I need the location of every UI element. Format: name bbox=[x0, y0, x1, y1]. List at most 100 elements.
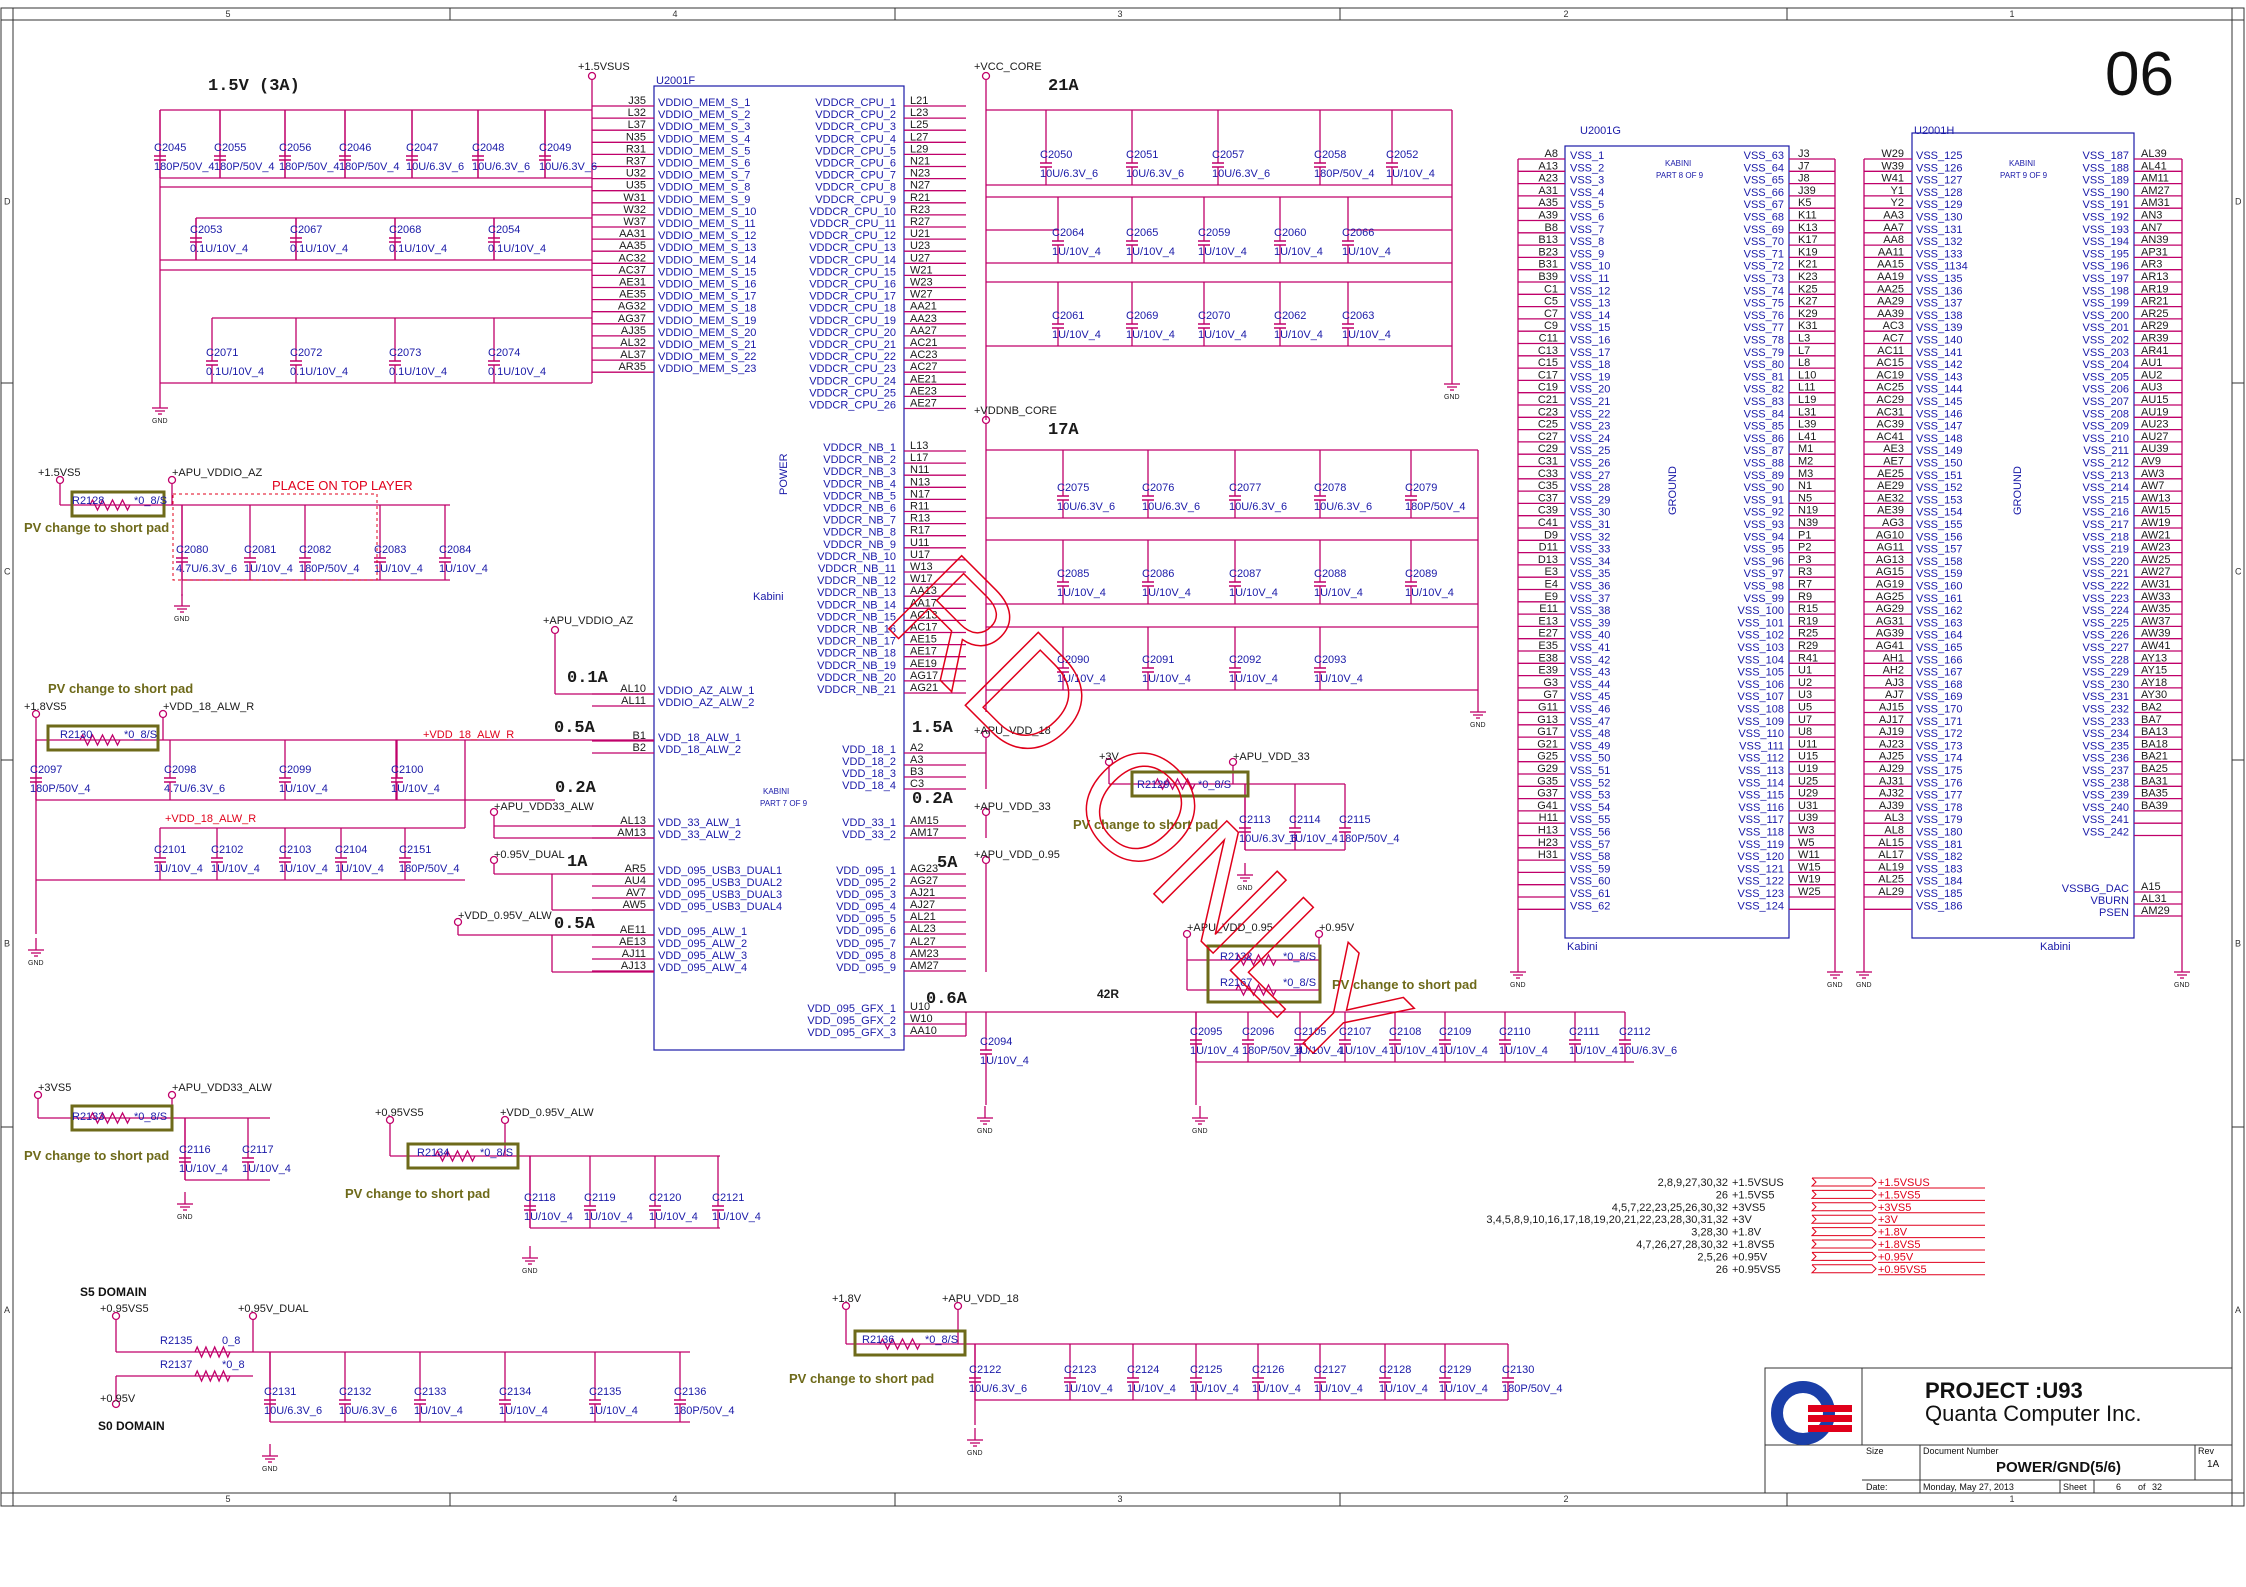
ball-vddcr-cpu: AE21 bbox=[910, 373, 937, 385]
ball-vss: AJ25 bbox=[1879, 751, 1904, 763]
gnd-label: GND bbox=[967, 1450, 983, 1457]
net-apu-vddio-az: +APU_VDDIO_AZ bbox=[172, 467, 262, 479]
ball-vddcr-cpu: N23 bbox=[910, 168, 930, 180]
ball-vddio-mem: AR35 bbox=[618, 361, 646, 373]
cap-value: 1U/10V_4 bbox=[1052, 246, 1101, 258]
pin-left-supply: VDDIO_AZ_ALW_1 bbox=[658, 685, 754, 697]
pin-vss: VSS_167 bbox=[1916, 667, 1962, 679]
pin-vss: VSS_2 bbox=[1570, 162, 1604, 174]
pin-vss: VSS_176 bbox=[1916, 777, 1962, 789]
ball-vss: K29 bbox=[1798, 308, 1818, 320]
ball-right-supply: AM23 bbox=[910, 948, 939, 960]
pin-vss: VSS_120 bbox=[1738, 851, 1784, 863]
ball-vss: B23 bbox=[1538, 246, 1558, 258]
cap-value: 1U/10V_4 bbox=[1314, 1383, 1363, 1395]
cap-ref: C2127 bbox=[1314, 1364, 1346, 1376]
cap-ref: C2100 bbox=[391, 764, 423, 776]
cap-ref: C2078 bbox=[1314, 482, 1346, 494]
ball-vddio-mem: R31 bbox=[626, 143, 646, 155]
ball-vddcr-nb: R11 bbox=[910, 501, 929, 513]
pin-vddio-mem: VDDIO_MEM_S_16 bbox=[658, 279, 756, 291]
pin-vddcr-cpu: VDDCR_CPU_17 bbox=[809, 291, 896, 303]
border-row-left: C bbox=[4, 567, 11, 577]
ball-left-supply: AE13 bbox=[619, 936, 646, 948]
pin-vss: VSS_146 bbox=[1916, 408, 1962, 420]
pin-vss: VSS_139 bbox=[1916, 322, 1962, 334]
current-vdd18-alw: 0.5A bbox=[554, 719, 596, 738]
pin-vddcr-cpu: VDDCR_CPU_13 bbox=[809, 242, 896, 254]
chip-u2001f-part: Kabini bbox=[753, 591, 784, 603]
ball-vss: A13 bbox=[1538, 160, 1558, 172]
power-port bbox=[385, 1115, 395, 1125]
cap-value: 180P/50V_4 bbox=[299, 563, 360, 575]
ball-vddio-mem: R37 bbox=[626, 156, 646, 168]
pin-vss: VSS_37 bbox=[1570, 593, 1610, 605]
cap-ref: C2079 bbox=[1405, 482, 1437, 494]
ball-vss: AJ15 bbox=[1879, 702, 1904, 714]
gnd-label: GND bbox=[28, 960, 44, 967]
pin-vss: VSS_224 bbox=[2083, 605, 2129, 617]
ball-vddcr-cpu: AA21 bbox=[910, 301, 937, 313]
pin-vss: VSS_142 bbox=[1916, 359, 1962, 371]
cap-value: 1U/10V_4 bbox=[1289, 833, 1338, 845]
pin-vddio-mem: VDDIO_MEM_S_13 bbox=[658, 242, 756, 254]
note-pv-5: PV change to short pad bbox=[24, 1148, 169, 1163]
cap-value: 1U/10V_4 bbox=[374, 563, 423, 575]
ball-vss: BA21 bbox=[2141, 751, 2168, 763]
ball-vss: BA39 bbox=[2141, 800, 2168, 812]
pin-vss: VSS_191 bbox=[2083, 199, 2129, 211]
power-port bbox=[489, 855, 499, 865]
ball-vss: AG15 bbox=[1876, 566, 1904, 578]
border-col-top: 3 bbox=[1118, 9, 1123, 19]
pin-vss: VSS_54 bbox=[1570, 802, 1610, 814]
cap-value: 1U/10V_4 bbox=[1389, 1045, 1438, 1057]
ball-vss: C37 bbox=[1538, 492, 1558, 504]
ball-vss: AW31 bbox=[2141, 579, 2171, 591]
cap-value: 1U/10V_4 bbox=[154, 863, 203, 875]
pin-vss: VSS_103 bbox=[1738, 642, 1784, 654]
ball-vss: R29 bbox=[1798, 640, 1818, 652]
pin-vss: VSS_196 bbox=[2083, 261, 2129, 273]
pin-vddcr-cpu: VDDCR_CPU_21 bbox=[809, 339, 896, 351]
net-legend: 2,8,9,27,30,32+1.5VSUS+1.5VSUS26+1.5VS5+… bbox=[1486, 1177, 1985, 1276]
pin-vss: VSS_81 bbox=[1744, 371, 1784, 383]
pin-vddcr-nb: VDDCR_NB_1 bbox=[823, 442, 896, 454]
pin-vss: VSS_30 bbox=[1570, 507, 1610, 519]
cap-value: 1U/10V_4 bbox=[1142, 587, 1191, 599]
chip-u2001f-side: POWER bbox=[778, 453, 790, 495]
cap-ref: C2075 bbox=[1057, 482, 1089, 494]
ball-vddcr-nb: W17 bbox=[910, 573, 933, 585]
pin-vddcr-cpu: VDDCR_CPU_8 bbox=[815, 182, 896, 194]
cap-ref: C2056 bbox=[279, 142, 311, 154]
cap-ref: C2119 bbox=[584, 1192, 616, 1204]
ball-vss: AR39 bbox=[2141, 333, 2169, 345]
power-port bbox=[981, 855, 991, 865]
ball-vddcr-nb: AA13 bbox=[910, 585, 937, 597]
pin-vss: VSS_170 bbox=[1916, 704, 1962, 716]
ball-vddcr-cpu: R27 bbox=[910, 216, 930, 228]
pin-vss: VSS_221 bbox=[2083, 568, 2129, 580]
pin-vss: VSS_163 bbox=[1916, 617, 1962, 629]
pin-vss: VSS_174 bbox=[1916, 753, 1962, 765]
ball-vss: AJ29 bbox=[1879, 763, 1904, 775]
pin-vss: VSS_39 bbox=[1570, 617, 1610, 629]
ball-vss: P2 bbox=[1798, 542, 1811, 554]
cap-ref: C2096 bbox=[1242, 1026, 1274, 1038]
power-port bbox=[248, 1311, 258, 1321]
quanta-logo bbox=[1771, 1381, 1852, 1445]
ball-vss: AG41 bbox=[1876, 640, 1904, 652]
power-port bbox=[981, 807, 991, 817]
ball-vss: A35 bbox=[1538, 197, 1558, 209]
r2129-ref: R2129 bbox=[1137, 779, 1169, 791]
legend-net: +1.5VS5 bbox=[1732, 1189, 1775, 1201]
ball-left-supply: AL11 bbox=[621, 695, 646, 707]
ball-vddcr-cpu: L21 bbox=[910, 95, 928, 107]
cap-value: 1U/10V_4 bbox=[584, 1211, 633, 1223]
current-vddnb-core: 17A bbox=[1048, 421, 1079, 440]
pin-vss: VSS_171 bbox=[1916, 716, 1962, 728]
chip-u2001h-sub1: KABINI bbox=[2009, 159, 2035, 168]
cap-ref: C2055 bbox=[214, 142, 246, 154]
ball-left-supply: AU4 bbox=[625, 875, 646, 887]
ball-vddio-mem: U35 bbox=[626, 180, 646, 192]
ball-vss: H23 bbox=[1538, 837, 1558, 849]
